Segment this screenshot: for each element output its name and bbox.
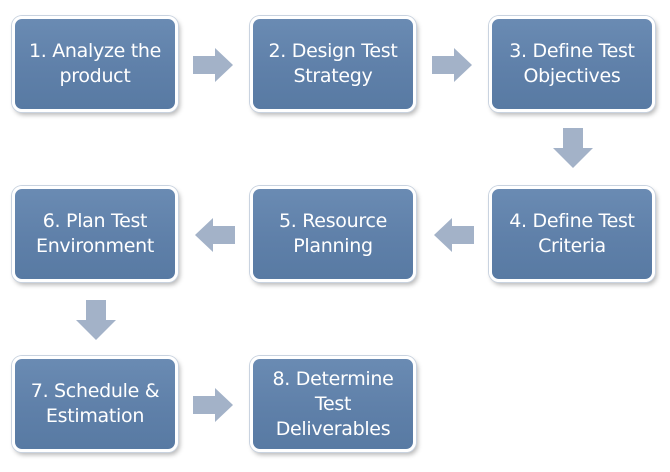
step-2-label: 2. Design Test Strategy — [268, 40, 398, 87]
arrow-right-icon — [432, 48, 472, 82]
step-3-label: 3. Define Test Objectives — [509, 40, 635, 87]
arrow-down-icon — [76, 300, 116, 340]
step-3-define-test-objectives: 3. Define Test Objectives — [489, 16, 655, 112]
step-1-label: 1. Analyze the product — [28, 40, 162, 87]
arrow-left-icon — [195, 218, 235, 252]
arrow-right-icon — [193, 48, 233, 82]
step-6-plan-test-environment: 6. Plan Test Environment — [12, 186, 178, 282]
step-2-design-test-strategy: 2. Design Test Strategy — [250, 16, 416, 112]
step-7-label: 7. Schedule & Estimation — [30, 380, 160, 427]
arrow-down-icon — [553, 128, 593, 168]
step-8-determine-test-deliverables: 8. Determine Test Deliverables — [250, 356, 416, 452]
arrow-right-icon — [193, 388, 233, 422]
step-4-define-test-criteria: 4. Define Test Criteria — [489, 186, 655, 282]
step-5-resource-planning: 5. Resource Planning — [250, 186, 416, 282]
step-4-label: 4. Define Test Criteria — [509, 210, 635, 257]
step-5-label: 5. Resource Planning — [278, 210, 387, 257]
arrow-left-icon — [434, 218, 474, 252]
step-8-label: 8. Determine Test Deliverables — [272, 367, 394, 440]
step-7-schedule-estimation: 7. Schedule & Estimation — [12, 356, 178, 452]
step-1-analyze-product: 1. Analyze the product — [12, 16, 178, 112]
step-6-label: 6. Plan Test Environment — [35, 210, 155, 257]
